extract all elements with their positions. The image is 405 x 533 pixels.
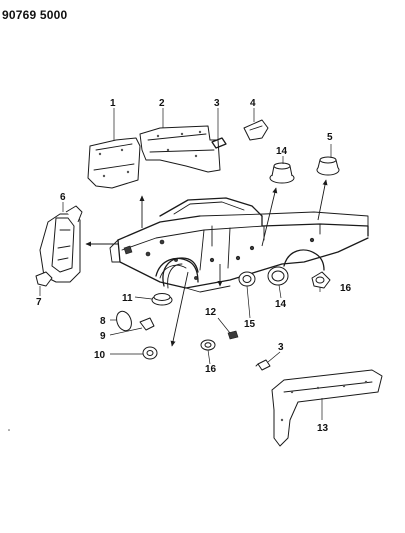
callout-14: 14 bbox=[276, 146, 288, 157]
diagram-id: 90769 5000 bbox=[2, 8, 68, 22]
leader-lines bbox=[39, 108, 332, 420]
callout-7: 7 bbox=[36, 297, 42, 308]
dash-insulator-pad bbox=[139, 125, 221, 173]
grommet-icon bbox=[269, 162, 295, 184]
callout-16b: 16 bbox=[205, 364, 217, 375]
assembly-arrows bbox=[85, 179, 328, 347]
fender-liner bbox=[162, 257, 199, 289]
callout-5: 5 bbox=[327, 132, 333, 143]
callout-9: 9 bbox=[100, 331, 106, 342]
callout-8: 8 bbox=[100, 316, 106, 327]
grommet-icon bbox=[316, 156, 340, 176]
callout-6: 6 bbox=[60, 192, 66, 203]
access-cover-icon bbox=[243, 119, 269, 141]
callout-3b: 3 bbox=[278, 342, 284, 353]
large-plug-icon bbox=[151, 293, 173, 306]
insulator-pad-left bbox=[87, 137, 141, 189]
callout-1: 1 bbox=[110, 98, 116, 109]
callout-16: 16 bbox=[340, 283, 352, 294]
callout-4: 4 bbox=[250, 98, 256, 109]
ring-grommet-icon bbox=[238, 271, 256, 287]
callout-10: 10 bbox=[94, 350, 106, 361]
oval-plug-icon bbox=[116, 310, 132, 332]
plug-icon bbox=[139, 317, 155, 331]
floor-insulator-strip bbox=[271, 369, 383, 447]
clip-icon bbox=[227, 330, 239, 340]
vehicle-body bbox=[109, 197, 369, 293]
grommet-icon bbox=[200, 339, 216, 351]
callout-14b: 14 bbox=[275, 299, 287, 310]
plug-icon bbox=[311, 271, 331, 289]
callout-13: 13 bbox=[317, 423, 329, 434]
callout-15: 15 bbox=[244, 319, 256, 330]
callout-11: 11 bbox=[122, 293, 133, 304]
callout-3: 3 bbox=[214, 98, 220, 109]
plug-icon bbox=[35, 271, 53, 287]
callout-2: 2 bbox=[159, 98, 165, 109]
clip-icon bbox=[211, 137, 227, 149]
mounting-bracket bbox=[39, 205, 83, 283]
clip-icon bbox=[255, 359, 271, 371]
callout-labels: 1 2 3 4 5 6 7 8 9 10 11 12 3 13 14 14 15… bbox=[36, 98, 352, 434]
grommet-icon bbox=[142, 346, 158, 360]
callout-12: 12 bbox=[205, 307, 217, 318]
ring-grommet-icon bbox=[267, 266, 289, 286]
